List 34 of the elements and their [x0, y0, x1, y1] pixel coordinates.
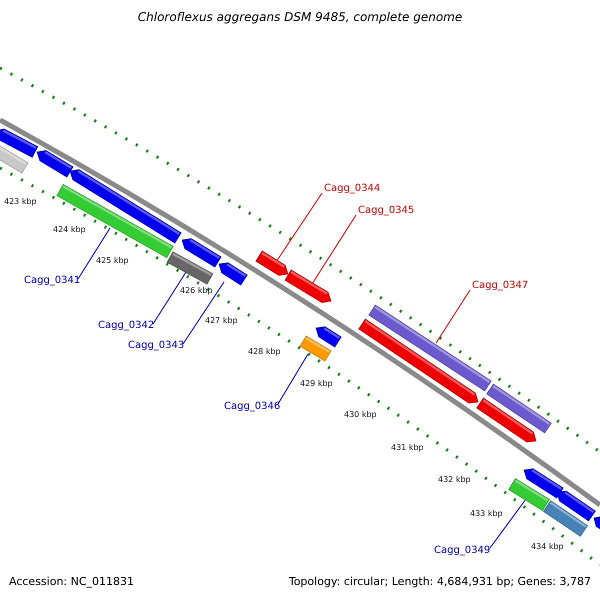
genome-summary-text: Topology: circular; Length: 4,684,931 bp; Genes: 3,787 — [288, 576, 591, 586]
gene-label: Cagg_0341 — [24, 276, 80, 286]
leader-line — [182, 282, 224, 344]
leader-line — [78, 228, 110, 280]
tick-label: 434 kbp — [531, 543, 564, 551]
leader-line — [436, 290, 470, 344]
gene-feature — [284, 269, 332, 303]
tick-label: 429 kbp — [300, 380, 333, 388]
tick-label: 425 kbp — [96, 257, 129, 265]
tick-label: 431 kbp — [391, 444, 424, 452]
leader-line — [152, 272, 186, 324]
tick-label: 427 kbp — [205, 317, 238, 325]
tick-label: 426 kbp — [180, 287, 213, 295]
gene-feature — [255, 250, 288, 276]
gene-feature — [166, 251, 214, 285]
gene-label: Cagg_0343 — [128, 341, 184, 351]
gene-feature — [218, 262, 248, 286]
leader-line — [312, 214, 356, 284]
tick-label: 424 kbp — [53, 226, 86, 234]
leader-line — [490, 498, 526, 548]
gene-feature — [508, 478, 550, 511]
accession-text: Accession: NC_011831 — [9, 576, 134, 586]
gene-label: Cagg_0345 — [358, 206, 414, 216]
gene-label: Cagg_0346 — [224, 402, 280, 412]
gene-label: Cagg_0344 — [324, 184, 380, 194]
gene-label: Cagg_0347 — [472, 281, 528, 291]
gene-feature — [300, 335, 332, 362]
map-title: Chloroflexus aggregans DSM 9485, complete genome — [136, 11, 464, 23]
leader-line — [276, 192, 322, 262]
gene-label: Cagg_0349 — [434, 546, 490, 556]
gene-label: Cagg_0342 — [98, 321, 154, 331]
leader-line — [278, 354, 308, 404]
tick-label: 432 kbp — [438, 476, 471, 484]
gene-feature — [368, 304, 492, 392]
